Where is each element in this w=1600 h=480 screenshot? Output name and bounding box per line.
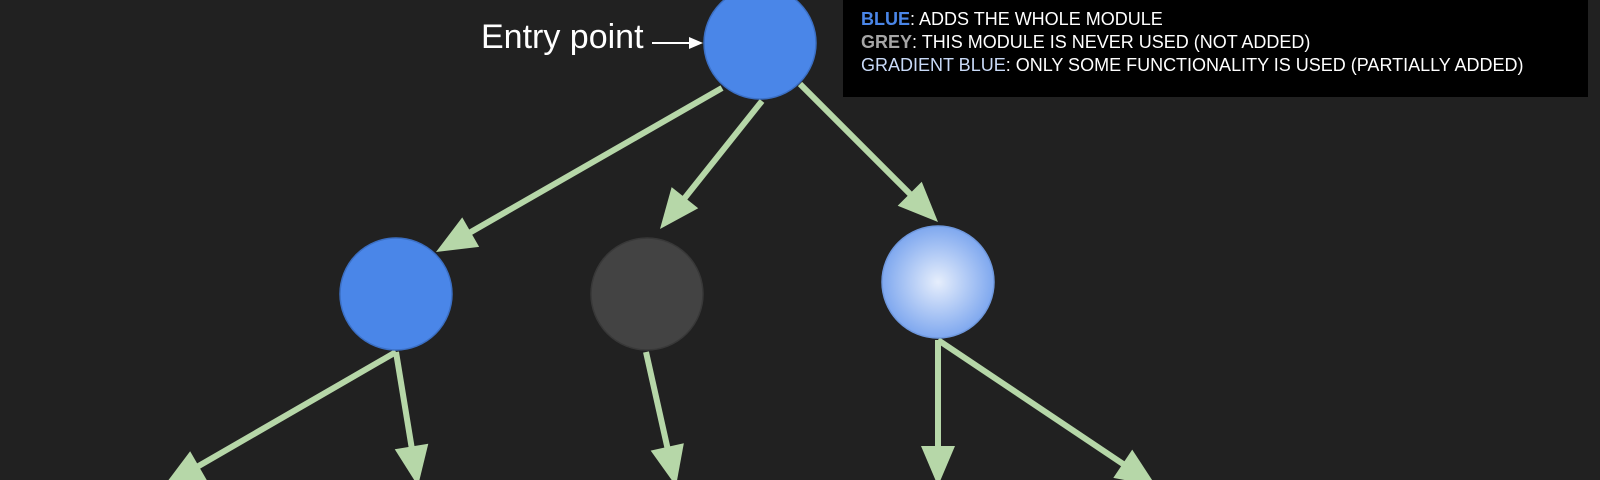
edge-arrowhead-5 — [650, 443, 684, 480]
legend-text-gradient-blue: : ONLY SOME FUNCTIONALITY IS USED (PARTI… — [1005, 55, 1524, 75]
edge-arrowhead-1 — [660, 187, 699, 229]
edge-arrowhead-4 — [394, 443, 429, 480]
edge-arrowhead-0 — [436, 217, 480, 252]
module-node-entry — [703, 0, 817, 100]
edge-line-0 — [465, 85, 724, 237]
legend-box: BLUE: ADDS THE WHOLE MODULE GREY: THIS M… — [843, 0, 1588, 97]
entry-point-label: Entry point — [481, 18, 644, 56]
legend-row-grey: GREY: THIS MODULE IS NEVER USED (NOT ADD… — [861, 31, 1588, 54]
module-node-middle-child — [590, 237, 704, 351]
entry-pointer-arrowhead — [689, 37, 703, 49]
edge-arrowhead-2 — [897, 181, 938, 222]
nodes-layer — [339, 0, 995, 351]
module-node-left-child — [339, 237, 453, 351]
edge-line-5 — [643, 351, 672, 452]
legend-term-grey: GREY — [861, 32, 913, 52]
legend-text-grey: : THIS MODULE IS NEVER USED (NOT ADDED) — [912, 32, 1311, 52]
module-node-right-child — [881, 225, 995, 339]
edges-layer — [168, 81, 1153, 480]
edge-line-1 — [680, 99, 765, 203]
edge-arrowhead-7 — [1113, 449, 1153, 480]
edge-line-3 — [193, 349, 398, 471]
legend-term-gradient-blue: GRADIENT BLUE — [861, 55, 1006, 75]
edge-arrowhead-3 — [168, 451, 207, 480]
edge-line-2 — [797, 81, 915, 199]
legend-term-blue: BLUE — [861, 9, 910, 29]
edge-line-7 — [936, 337, 1128, 469]
legend-text-blue: : ADDS THE WHOLE MODULE — [910, 9, 1163, 29]
legend-row-blue: BLUE: ADDS THE WHOLE MODULE — [861, 8, 1588, 31]
edge-line-4 — [393, 351, 416, 451]
legend-row-gradient: GRADIENT BLUE: ONLY SOME FUNCTIONALITY I… — [861, 54, 1588, 77]
edge-arrowhead-6 — [921, 446, 955, 480]
